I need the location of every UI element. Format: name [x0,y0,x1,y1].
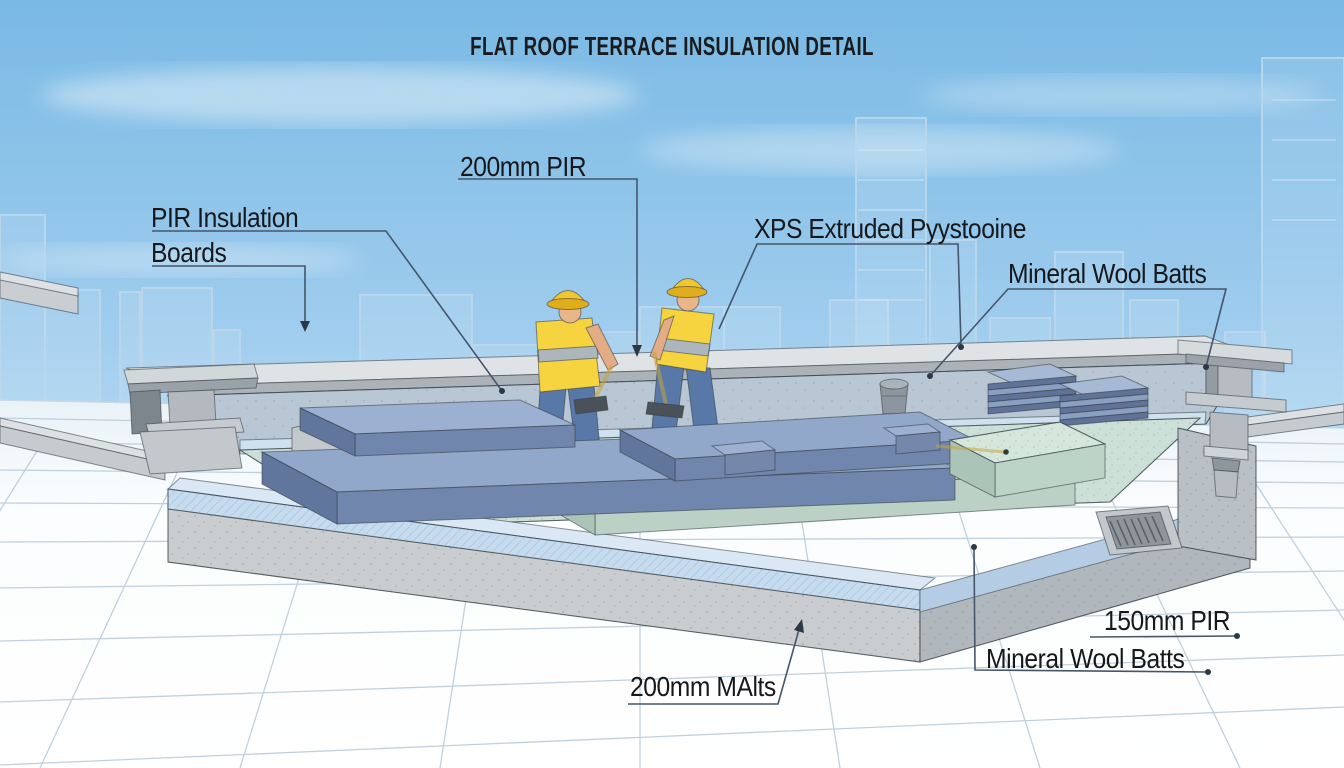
leader-xps [718,243,964,350]
insulation-board-stack [1058,375,1150,427]
wall-drain [1203,445,1249,499]
roller-handle [652,351,668,405]
leader-lines [152,178,1240,705]
roller-head [645,401,685,419]
leader-200mm-pir [458,178,642,357]
steel-post-north [1177,339,1293,453]
adhesive-bucket [879,378,909,415]
label-line: Boards [151,237,227,268]
diagram-title: FLAT ROOF TERRACE INSULATION DETAIL [470,31,874,61]
leader-mineral-wool-top [927,288,1228,379]
label-200mm-pir: 200mm PIR [460,151,587,182]
label-xps-extruded: XPS Extruded Pyystooine [754,213,1027,244]
concrete-slab [167,504,1251,663]
label-pir-insulation-boards: PIR Insulation Boards [151,200,299,270]
cloud [920,77,1320,113]
leader-200mm-malts [628,619,804,705]
mineral-wool-block [948,421,1107,498]
label-mineral-wool-batts-bottom: Mineral Wool Batts [986,643,1185,674]
insulation-board-stack [986,363,1078,415]
label-mineral-wool-batts-top: Mineral Wool Batts [1008,258,1207,289]
cloud [0,245,360,275]
leader-150mm-pir [1089,633,1240,639]
floor-drain [1095,505,1183,556]
roof-assembly [123,278,1293,663]
label-150mm-pir: 150mm PIR [1104,605,1231,636]
left-ledge [0,271,166,481]
tool-handle [935,444,1006,454]
label-line: PIR Insulation [151,202,299,233]
tool-box [710,423,1009,476]
roller-head [573,395,609,415]
label-200mm-malts: 200mm MAlts [630,671,776,702]
leader-mineral-wool-bottom [971,544,1211,675]
cloud [40,67,640,123]
leader-pir-insulation-boards [152,230,505,394]
pir-slab-upper-left [299,399,576,457]
